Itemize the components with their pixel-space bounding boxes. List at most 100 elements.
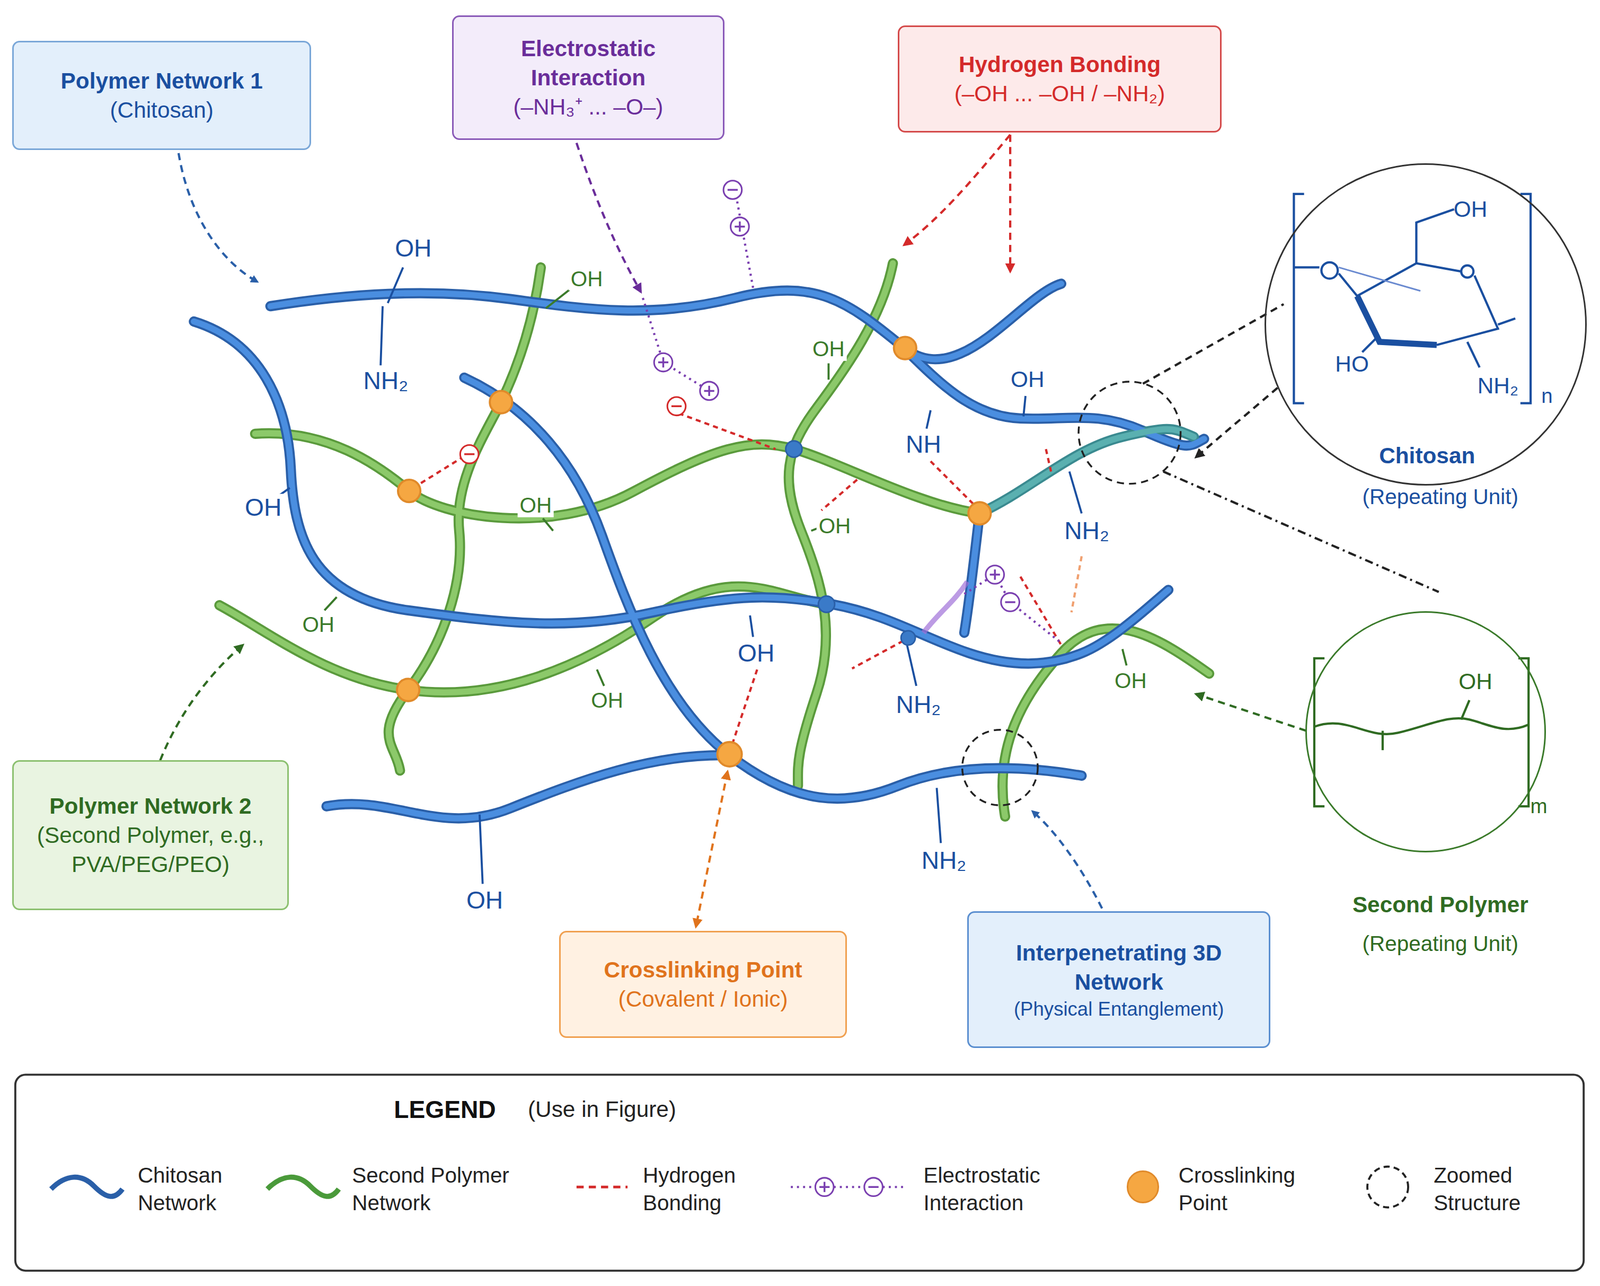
functional-group: OH [517, 493, 554, 517]
leader-lines-part [1142, 304, 1284, 384]
chitosan-structure-part [1362, 338, 1376, 352]
green-chains-part-part [788, 263, 893, 786]
crosslink-dots [396, 336, 992, 767]
functional-group: OH [299, 612, 337, 636]
leader-lines-part [1196, 693, 1307, 731]
charge-symbols-part [667, 396, 686, 416]
legend-text: Crosslinking Point [1178, 1161, 1312, 1217]
structure-label: NH₂ [1477, 373, 1519, 399]
electrostatic-links-part [736, 198, 754, 288]
hydrogen-bonds-part [852, 640, 904, 669]
legend-title: LEGEND [393, 1095, 496, 1123]
legend-samples-part [50, 1177, 123, 1197]
zoom-circles [962, 381, 1181, 806]
side-group-stubs-part [1122, 649, 1127, 666]
leader-lines-part [160, 644, 243, 761]
chitosan-chains-part-part [464, 377, 1082, 799]
callout-box: Interpenetrating 3D Network(Physical Ent… [967, 911, 1271, 1048]
box-heading: Hydrogen Bonding [958, 49, 1161, 79]
callout-box: Electrostatic Interaction(–NH₃⁺ ... –O–) [452, 15, 725, 140]
chitosan-structure-part [1338, 263, 1498, 346]
chitosan-structure-part [1467, 341, 1480, 368]
structure-subtext: (Repeating Unit) [1362, 931, 1519, 957]
box-heading: Crosslinking Point [604, 955, 803, 985]
callout-box: Hydrogen Bonding(–OH ... –OH / –NH₂) [897, 25, 1222, 133]
zoom-circle: Second Polymer(Repeating Unit) [1305, 611, 1546, 852]
green-chains-part [219, 263, 1210, 817]
side-group-stubs-part [926, 395, 1026, 429]
side-group-stubs [275, 267, 1127, 884]
structure-name: Second Polymer [1352, 891, 1529, 918]
green-chains-part-part [788, 263, 893, 786]
chitosan-chains-part [193, 283, 1205, 819]
legend-box [15, 1074, 1584, 1271]
leader-lines-part [1196, 387, 1278, 458]
box-subtext: (Physical Entanglement) [1013, 996, 1224, 1022]
green-chains-part-part [1002, 628, 1210, 817]
zoom-circle: Chitosan(Repeating Unit) [1264, 163, 1587, 486]
functional-group: OH [464, 886, 506, 914]
green-chains-part-part [1002, 628, 1210, 817]
chitosan-chains-part-part [464, 377, 1082, 799]
hydrogen-bonds-part [1046, 448, 1052, 472]
legend-samples-part [815, 1177, 834, 1197]
second-polymer-structure-part [1461, 700, 1470, 720]
legend-samples-part [864, 1177, 883, 1197]
box-subtext: (Second Polymer, e.g., PVA/PEG/PEO) [24, 820, 277, 879]
side-group-stubs-part [542, 518, 553, 531]
chitosan-chains-part-part [326, 755, 730, 819]
functional-group: NH [903, 430, 944, 458]
legend-text: Chitosan Network [137, 1161, 251, 1217]
callout-box: Polymer Network 2(Second Polymer, e.g., … [12, 759, 289, 910]
legend-samples-part [576, 1185, 628, 1189]
leader-lines-part [904, 134, 1011, 245]
zoom-circles-part [962, 729, 1038, 806]
green-chains-part-part [254, 432, 980, 518]
hydrogen-bonds [413, 413, 1082, 744]
chitosan-structure-part [1338, 267, 1421, 291]
charge-symbols-part [1001, 593, 1020, 612]
structure-name: Chitosan [1378, 443, 1475, 469]
leader-lines-part [178, 153, 258, 282]
functional-group: OH [588, 688, 626, 712]
chitosan-structure-part [1416, 209, 1454, 264]
chitosan-chains-part-part [979, 428, 1194, 514]
callout-box: Polymer Network 1(Chitosan) [12, 40, 312, 150]
functional-group: OH [392, 234, 434, 262]
crosslink-dots-part [717, 741, 742, 767]
side-group-stubs-part [479, 615, 941, 884]
chitosan-chains-part-part [964, 513, 980, 633]
legend-title: (Use in Figure) [527, 1097, 677, 1122]
hydrogen-bonds-part [1020, 576, 1062, 645]
legend-text: Electrostatic Interaction [923, 1161, 1077, 1217]
legend-swatch [1126, 1170, 1160, 1204]
functional-group: OH [1008, 367, 1047, 393]
chitosan-chains-part-part [270, 283, 1062, 360]
structure-label: OH [1458, 669, 1493, 695]
electrostatic-links [642, 198, 1062, 643]
functional-group: NH₂ [894, 690, 944, 718]
crosslink-dots-part [968, 501, 991, 525]
structure-subtext: (Repeating Unit) [1362, 483, 1519, 509]
junction-dots-part [785, 440, 803, 458]
structure-label: m [1530, 794, 1548, 818]
charge-symbols-part [985, 565, 1005, 585]
second-polymer-structure-part [1314, 658, 1529, 807]
chitosan-chains [193, 283, 1205, 819]
charge-symbols-part [700, 381, 719, 401]
box-heading: Polymer Network 2 [49, 791, 252, 821]
side-group-stubs-part [324, 596, 337, 611]
legend-text: Zoomed Structure [1433, 1161, 1562, 1217]
green-chains [219, 263, 1210, 817]
hydrogen-bonds-part [821, 479, 857, 511]
hydrogen-bonds-part [732, 669, 757, 744]
chitosan-structure-part [1293, 193, 1531, 404]
box-subtext: (–OH ... –OH / –NH₂) [954, 78, 1166, 109]
junction-dots-part [900, 630, 916, 645]
electrostatic-links-part [964, 574, 1062, 643]
legend-text: Second Polymer Network [351, 1161, 546, 1217]
green-chains-part [219, 263, 1210, 817]
charge-symbols-part [460, 444, 479, 464]
functional-group: OH [735, 639, 777, 667]
charge-symbols-part [730, 217, 750, 236]
